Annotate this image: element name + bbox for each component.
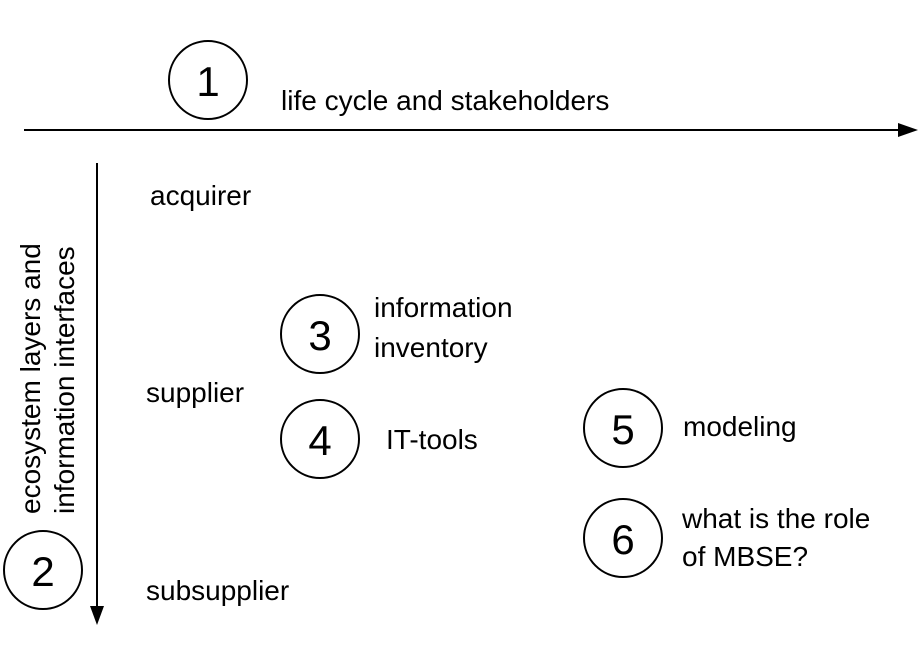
topic-4-circle <box>280 399 360 479</box>
layer-subsupplier-label: subsupplier <box>146 575 289 606</box>
topic-4-marker: 4 <box>280 399 360 479</box>
topic-1-number: 1 <box>196 58 219 105</box>
topic-3-label-line2: inventory <box>374 332 488 363</box>
topic-2-circle <box>3 530 83 610</box>
topic-3-circle <box>280 294 360 374</box>
topic-2-number: 2 <box>31 548 54 595</box>
topic-3-marker: 3 <box>280 294 360 374</box>
topic-3-label-line1: information <box>374 292 513 323</box>
topic-6-circle <box>583 498 663 578</box>
topic-6-label-line2: of MBSE? <box>682 541 808 572</box>
horizontal-axis-arrow <box>24 123 918 137</box>
topic-6-marker: 6 <box>583 498 663 578</box>
vertical-arrowhead <box>90 606 104 625</box>
topic-2-marker: 2 <box>3 530 83 610</box>
topic-6-number: 6 <box>611 516 634 563</box>
vertical-axis-label-line1: ecosystem layers and <box>15 243 46 514</box>
topic-5-label: modeling <box>683 411 797 442</box>
topic-4-number: 4 <box>308 417 331 464</box>
layer-supplier-label: supplier <box>146 377 244 408</box>
topic-4-label: IT-tools <box>386 424 478 455</box>
topic-6-label-line1: what is the role <box>681 503 870 534</box>
vertical-axis-label-line2: information interfaces <box>49 246 80 514</box>
topic-1-circle <box>168 40 248 120</box>
layer-acquirer-label: acquirer <box>150 180 251 211</box>
horizontal-axis-label: life cycle and stakeholders <box>281 85 609 116</box>
topic-5-marker: 5 <box>583 388 663 468</box>
horizontal-arrowhead <box>898 123 918 137</box>
vertical-axis-arrow <box>90 163 104 625</box>
topic-5-circle <box>583 388 663 468</box>
topic-3-number: 3 <box>308 312 331 359</box>
topic-5-number: 5 <box>611 406 634 453</box>
topic-1-marker: 1 <box>168 40 248 120</box>
